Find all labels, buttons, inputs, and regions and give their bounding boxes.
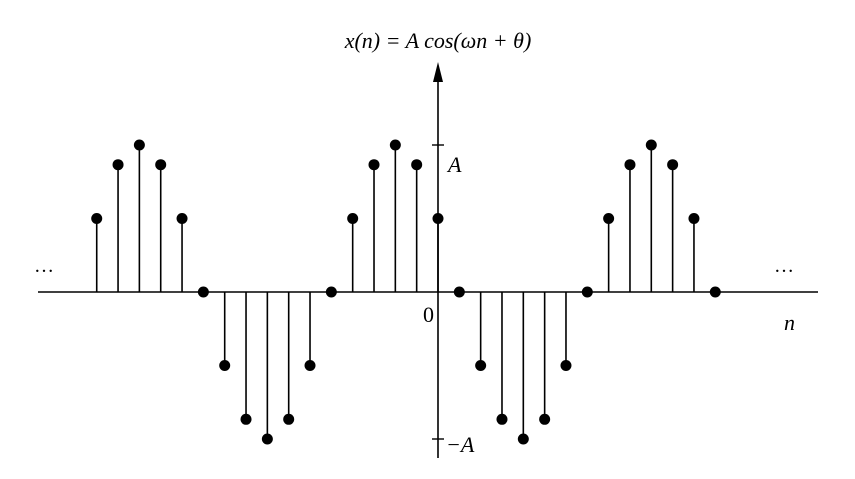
stem-dot xyxy=(475,360,487,371)
stem-dot xyxy=(581,286,593,298)
tick-label-A: A xyxy=(446,152,462,177)
stem-dot xyxy=(645,139,657,151)
stem-dot xyxy=(176,213,188,224)
stem-dot xyxy=(539,413,551,425)
origin-label: 0 xyxy=(423,302,434,327)
ellipsis-left: … xyxy=(34,255,54,277)
stem-dot xyxy=(91,213,103,224)
stem-dot xyxy=(283,413,295,425)
plot-title: x(n) = A cos(ωn + θ) xyxy=(344,28,532,53)
stem-dot xyxy=(197,286,209,298)
stem-dot xyxy=(155,159,167,171)
stem-dot xyxy=(453,286,465,298)
y-axis-arrow-icon xyxy=(433,62,443,82)
stem-dot xyxy=(261,433,273,445)
stem-dot xyxy=(603,213,615,224)
stem-dot xyxy=(688,213,700,224)
stem-dot xyxy=(133,139,145,151)
stem-dot xyxy=(560,360,572,371)
stem-dot xyxy=(709,286,721,298)
stem-dot xyxy=(219,360,231,371)
stem-dot xyxy=(517,433,529,445)
stem-dot xyxy=(112,159,124,171)
stem-dot xyxy=(389,139,401,151)
stem-dot xyxy=(304,360,316,371)
stem-dot xyxy=(411,159,423,171)
stems xyxy=(91,139,721,445)
stem-dot xyxy=(667,159,679,171)
stem-dot xyxy=(347,213,359,224)
stem-dot xyxy=(240,413,252,425)
ellipsis-right: … xyxy=(774,255,794,277)
stem-dot xyxy=(496,413,508,425)
stem-dot xyxy=(368,159,380,171)
stem-dot xyxy=(624,159,636,171)
n-axis-label: n xyxy=(784,310,795,335)
stem-dot xyxy=(432,213,444,224)
tick-label-minus-A: −A xyxy=(446,432,475,457)
stem-dot xyxy=(325,286,337,298)
